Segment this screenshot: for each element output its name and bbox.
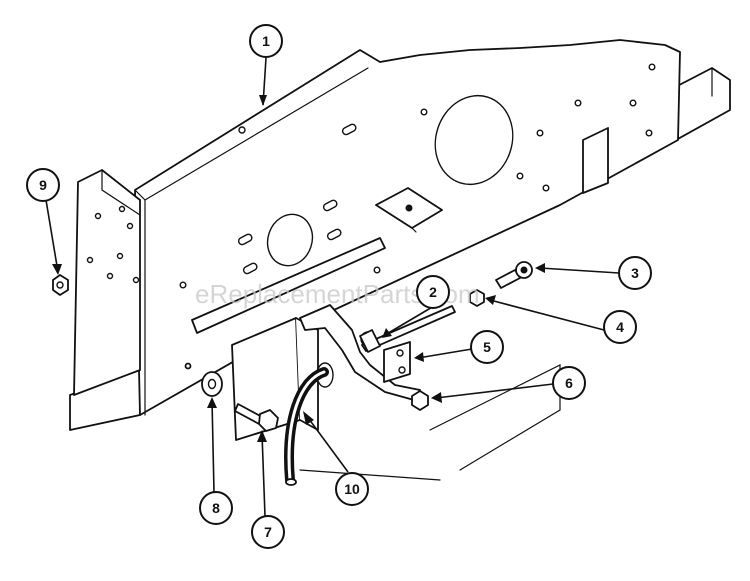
side-plate [134, 39, 681, 416]
nut [411, 390, 429, 411]
left-plate [73, 169, 141, 396]
callout-9: 9 [26, 168, 60, 202]
callout-10: 10 [335, 472, 369, 506]
rod-end [495, 261, 533, 289]
cable [284, 367, 329, 486]
callout-label: 5 [483, 339, 491, 355]
callout-label: 1 [262, 33, 270, 49]
pivot-bracket [383, 341, 411, 383]
long-bolt [359, 305, 456, 353]
horizontal-bar [191, 237, 386, 334]
callout-label: 10 [344, 481, 360, 497]
callout-label: 7 [264, 524, 272, 540]
hex-bolt [234, 403, 279, 432]
leader-lines [45, 57, 620, 517]
small-nut [184, 362, 192, 370]
washer [201, 371, 223, 397]
callout-6: 6 [552, 366, 586, 400]
callout-label: 9 [39, 177, 47, 193]
callout-label: 6 [565, 375, 573, 391]
callout-label: 4 [616, 319, 624, 335]
jam-nut [469, 289, 485, 307]
callout-4: 4 [603, 310, 637, 344]
callout-1: 1 [249, 24, 283, 58]
callout-label: 2 [429, 284, 437, 300]
callout-label: 3 [631, 265, 639, 281]
flange-nut [52, 274, 69, 296]
callout-2: 2 [416, 275, 450, 309]
callout-label: 8 [212, 500, 220, 516]
plate-bracket [375, 187, 443, 233]
callout-7: 7 [251, 515, 285, 549]
callout-3: 3 [618, 256, 652, 290]
callout-5: 5 [470, 330, 504, 364]
callout-8: 8 [199, 491, 233, 525]
